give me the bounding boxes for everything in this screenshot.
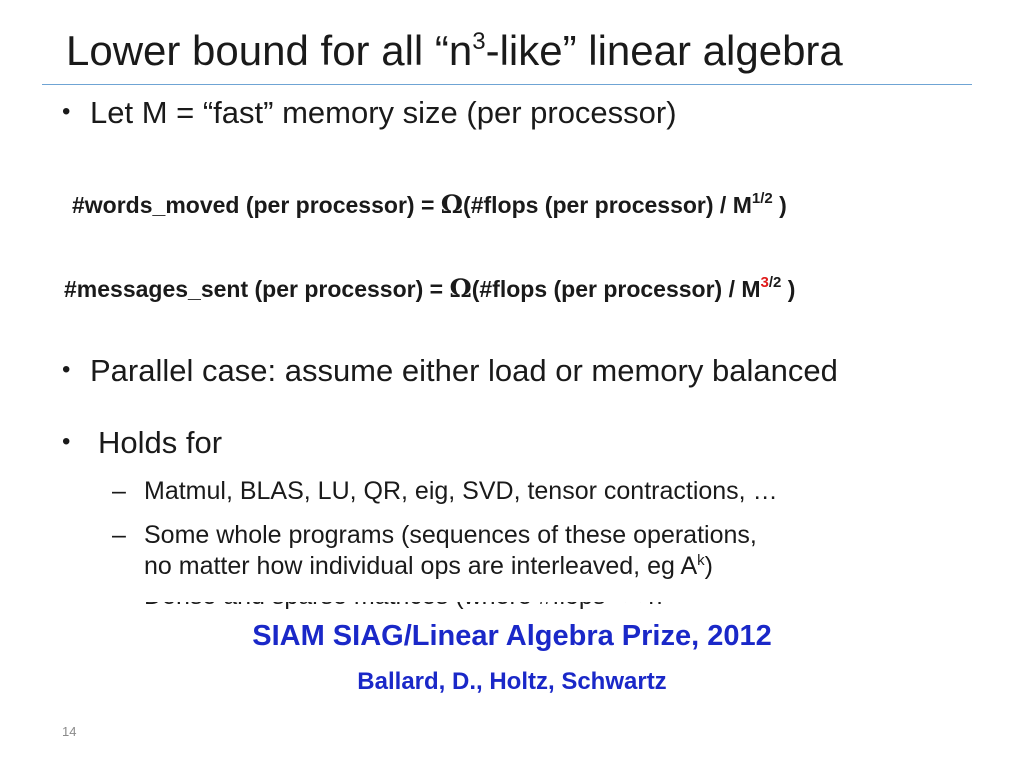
omega-symbol: Ω — [449, 274, 472, 303]
title-text-pre: Lower bound for all “n — [66, 27, 473, 74]
formula-right: (#flops (per processor) / M — [471, 276, 761, 302]
sub-bullet-text: Matmul, BLAS, LU, QR, eig, SVD, tensor c… — [144, 477, 778, 505]
title-superscript: 3 — [472, 28, 486, 55]
formula-messages-sent: #messages_sent (per processor) = Ω(#flop… — [64, 274, 795, 303]
sub-bullet-whole-programs: –Some whole programs (sequences of these… — [112, 520, 757, 583]
slide-title: Lower bound for all “n3-like” linear alg… — [66, 27, 843, 74]
formula-right: (#flops (per processor) / M — [463, 192, 752, 218]
prize-title: SIAM SIAG/Linear Algebra Prize, 2012 — [252, 620, 772, 652]
page-number: 14 — [62, 724, 77, 739]
bullet-text: Parallel case: assume either load or mem… — [90, 353, 838, 388]
formula-exponent: 1/2 — [751, 190, 773, 207]
formula-words-moved: #words_moved (per processor) = Ω(#flops … — [72, 190, 787, 219]
bullet-dot-icon: • — [62, 428, 71, 455]
bullet-dot-icon: • — [62, 98, 71, 125]
formula-close: ) — [772, 192, 787, 218]
omega-symbol: Ω — [440, 190, 464, 219]
sub-bullet-matmul: –Matmul, BLAS, LU, QR, eig, SVD, tensor … — [112, 476, 778, 507]
bullet-holds-for: • Holds for — [62, 425, 223, 460]
formula-left: #words_moved (per processor) = — [72, 192, 441, 218]
formula-exponent-highlight: 3 — [760, 274, 769, 291]
formula-exponent-rest: /2 — [768, 274, 782, 291]
bullet-parallel-case: • Parallel case: assume either load or me… — [62, 353, 838, 388]
sub-bullet-text-line2: no matter how individual ops are interle… — [144, 552, 698, 581]
sub-bullet-text-line2-close: ) — [704, 552, 713, 581]
formula-left: #messages_sent (per processor) = — [64, 276, 450, 302]
bullet-text: Holds for — [98, 425, 223, 460]
bullet-dot-icon: • — [62, 356, 71, 383]
sub-bullet-clipped: –Dense and sparse matrices (where #flops… — [108, 602, 868, 616]
title-underline — [42, 84, 972, 85]
dash-icon: – — [112, 477, 126, 505]
dash-icon: – — [112, 521, 126, 549]
superscript-k: k — [697, 552, 705, 570]
bullet-text: Let M = “fast” memory size (per processo… — [90, 95, 677, 130]
title-text-post: -like” linear algebra — [485, 27, 843, 74]
formula-close: ) — [781, 276, 796, 302]
prize-authors: Ballard, D., Holtz, Schwartz — [357, 668, 667, 695]
bullet-memory-size: • Let M = “fast” memory size (per process… — [62, 95, 677, 130]
sub-bullet-text-line1: Some whole programs (sequences of these … — [144, 521, 757, 549]
clipped-text: Dense and sparse matrices (where #flops … — [144, 602, 662, 610]
